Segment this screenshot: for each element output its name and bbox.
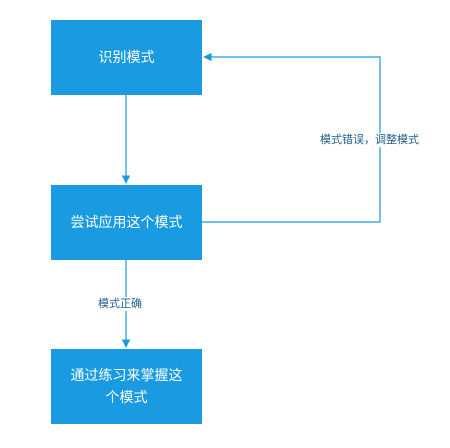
pattern-wrong-edge-label: 模式错误，调整模式 <box>318 133 421 147</box>
identify-pattern-label: 识别模式 <box>98 49 155 66</box>
master-pattern-label-line2: 个模式 <box>105 389 148 406</box>
apply-pattern-box: 尝试应用这个模式 <box>51 185 202 260</box>
master-pattern-label-line1: 通过练习来掌握这 <box>70 367 183 384</box>
identify-pattern-box: 识别模式 <box>51 20 202 95</box>
apply-pattern-label: 尝试应用这个模式 <box>70 214 183 231</box>
master-pattern-box: 通过练习来掌握这 个模式 <box>51 349 202 424</box>
pattern-correct-edge-label: 模式正确 <box>96 297 144 311</box>
